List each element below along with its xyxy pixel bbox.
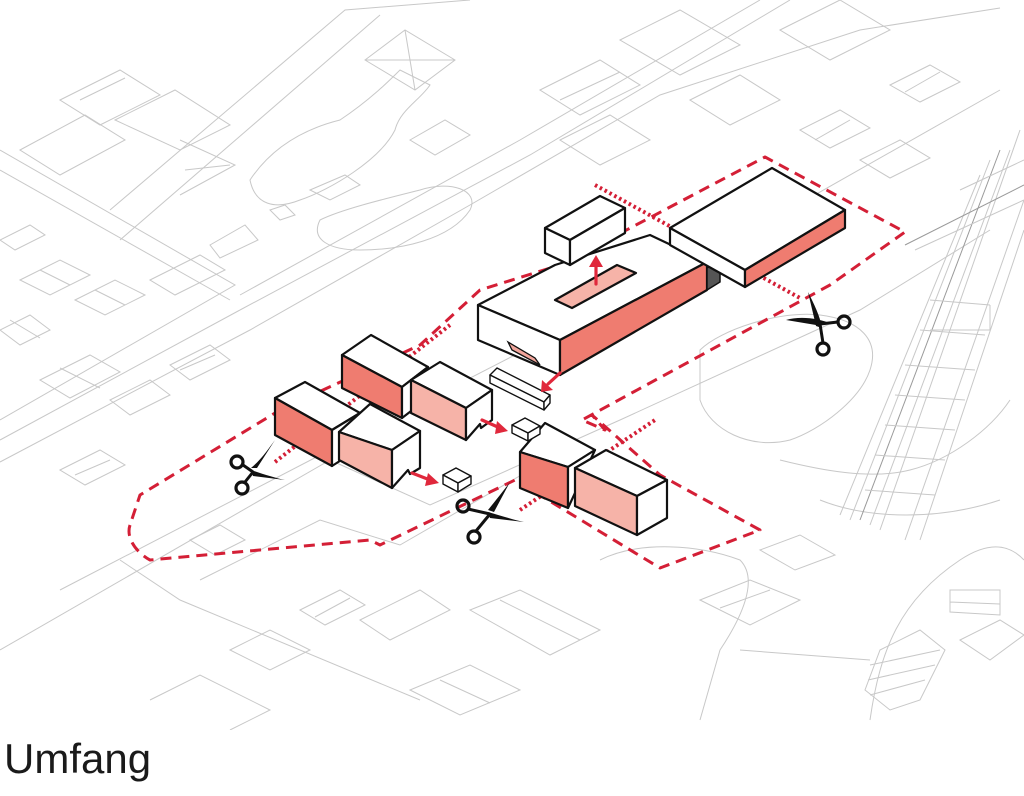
scissors-icon <box>455 482 524 545</box>
arrow-right-icon <box>410 471 439 486</box>
building-cluster-west <box>273 333 494 490</box>
context-map <box>0 0 1024 730</box>
relocation-arrows <box>410 255 603 486</box>
arrow-right-icon <box>480 418 508 434</box>
relocated-volumes <box>442 367 551 493</box>
axonometric-site-plan <box>0 0 1024 730</box>
arrow-up-icon <box>589 255 603 286</box>
scissors-icon <box>229 440 285 496</box>
diagram-caption: Umfang <box>4 735 152 782</box>
building-cluster-southeast <box>518 421 669 537</box>
building-lifted <box>543 194 627 267</box>
scissors-icon <box>786 292 852 357</box>
building-east <box>668 166 847 289</box>
arrow-down-left-icon <box>541 371 562 392</box>
building-main <box>476 233 721 377</box>
site-boundary <box>127 155 907 570</box>
